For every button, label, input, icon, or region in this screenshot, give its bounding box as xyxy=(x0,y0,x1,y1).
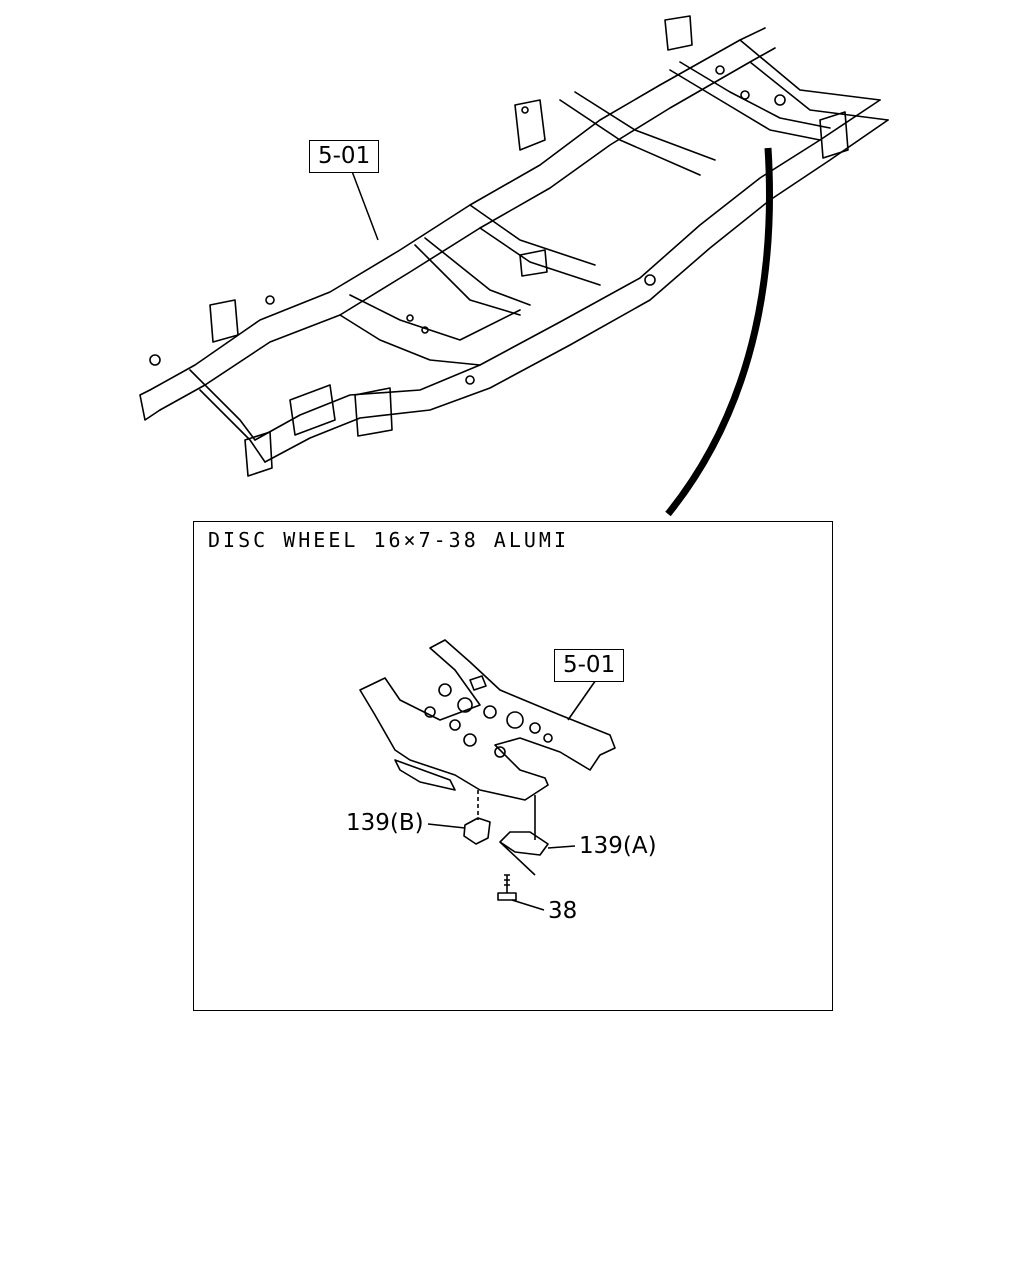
overview-ref-label: 5-01 xyxy=(309,140,380,173)
detail-ref-label: 5-01 xyxy=(554,649,625,682)
overview-leader-line xyxy=(349,165,379,241)
detail-view-box: DISC WHEEL 16×7-38 ALUMI xyxy=(193,521,833,1011)
callout-139b: 139(B) xyxy=(346,810,424,836)
zoom-callout-arrow xyxy=(665,147,773,517)
overview-ref-text: 5-01 xyxy=(318,143,371,169)
detail-ref-text: 5-01 xyxy=(563,652,616,678)
callout-38: 38 xyxy=(548,898,578,924)
callout-139a: 139(A) xyxy=(579,833,657,859)
detail-title: DISC WHEEL 16×7-38 ALUMI xyxy=(208,528,569,552)
